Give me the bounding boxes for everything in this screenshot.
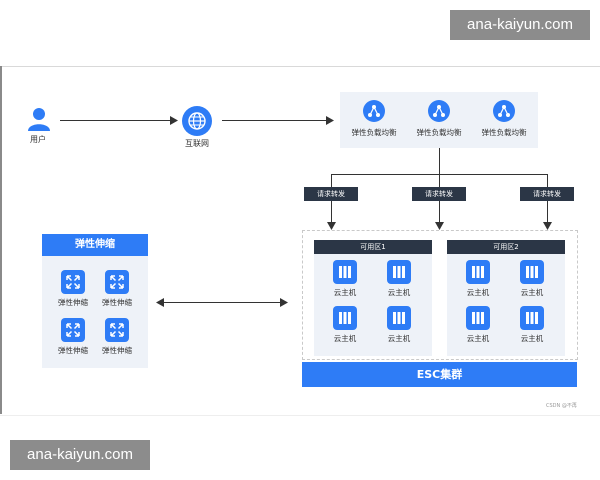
arrowhead-icon xyxy=(156,298,164,307)
elastic-item-label: 弹性伸缩 xyxy=(102,298,132,307)
arrowhead-icon xyxy=(327,222,336,230)
server-icon xyxy=(387,306,411,330)
vm-label: 云主机 xyxy=(466,334,490,343)
connector xyxy=(439,148,440,174)
load-balancer-label: 弹性负载均衡 xyxy=(416,128,462,137)
server-icon xyxy=(520,306,544,330)
expand-arrows-icon xyxy=(105,318,129,342)
server-icon xyxy=(387,260,411,284)
user-label: 用户 xyxy=(30,135,46,144)
request-label: 请求转发 xyxy=(304,187,358,201)
arrowhead-icon xyxy=(170,116,178,125)
cloud-network-icon xyxy=(363,100,385,122)
internet-label: 互联网 xyxy=(185,139,209,148)
request-label: 请求转发 xyxy=(412,187,466,201)
vm: 云主机 xyxy=(328,260,362,298)
globe-icon xyxy=(188,112,206,130)
user-icon xyxy=(28,108,50,131)
server-icon xyxy=(333,306,357,330)
zone-1: 可用区1 云主机 云主机 云主机 云主机 xyxy=(314,240,432,356)
request-label: 请求转发 xyxy=(520,187,574,201)
elastic-item-label: 弹性伸缩 xyxy=(102,346,132,355)
vm: 云主机 xyxy=(461,260,495,298)
elastic-item-label: 弹性伸缩 xyxy=(58,298,88,307)
vm: 云主机 xyxy=(515,306,549,344)
internet-node xyxy=(182,106,212,136)
load-balancer: 弹性负载均衡 xyxy=(473,100,535,138)
vm-label: 云主机 xyxy=(333,334,357,343)
vm-label: 云主机 xyxy=(520,288,544,297)
arrow-internet-lb xyxy=(222,120,328,121)
vm: 云主机 xyxy=(515,260,549,298)
elastic-item: 弹性伸缩 xyxy=(48,318,98,356)
watermark-bottom: ana-kaiyun.com xyxy=(10,440,150,470)
elastic-item: 弹性伸缩 xyxy=(92,270,142,308)
vm-label: 云主机 xyxy=(333,288,357,297)
vm-label: 云主机 xyxy=(520,334,544,343)
watermark-top: ana-kaiyun.com xyxy=(450,10,590,40)
arrowhead-icon xyxy=(326,116,334,125)
vm-label: 云主机 xyxy=(466,288,490,297)
arrowhead-icon xyxy=(435,222,444,230)
vm: 云主机 xyxy=(382,260,416,298)
frame-edge xyxy=(0,66,2,414)
zone-title: 可用区1 xyxy=(314,240,432,254)
server-icon xyxy=(333,260,357,284)
load-balancer-label: 弹性负载均衡 xyxy=(351,128,397,137)
cloud-network-icon xyxy=(493,100,515,122)
arrowhead-icon xyxy=(280,298,288,307)
load-balancer: 弹性负载均衡 xyxy=(408,100,470,138)
zone-title: 可用区2 xyxy=(447,240,565,254)
elastic-item: 弹性伸缩 xyxy=(48,270,98,308)
zone-2: 可用区2 云主机 云主机 云主机 云主机 xyxy=(447,240,565,356)
elastic-scaling-panel: 弹性伸缩 弹性伸缩 弹性伸缩 弹性伸缩 弹性伸缩 xyxy=(42,234,148,368)
elastic-item-label: 弹性伸缩 xyxy=(58,346,88,355)
vm: 云主机 xyxy=(382,306,416,344)
vm-label: 云主机 xyxy=(387,288,411,297)
elastic-item: 弹性伸缩 xyxy=(92,318,142,356)
load-balancer-label: 弹性负载均衡 xyxy=(481,128,527,137)
cloud-network-icon xyxy=(428,100,450,122)
expand-arrows-icon xyxy=(61,318,85,342)
elastic-scaling-title: 弹性伸缩 xyxy=(42,234,148,256)
vm: 云主机 xyxy=(328,306,362,344)
cluster-label: ESC集群 xyxy=(302,362,577,387)
vm: 云主机 xyxy=(461,306,495,344)
vm-label: 云主机 xyxy=(387,334,411,343)
arrowhead-icon xyxy=(543,222,552,230)
expand-arrows-icon xyxy=(61,270,85,294)
load-balancer-group: 弹性负载均衡 弹性负载均衡 弹性负载均衡 xyxy=(340,92,538,148)
server-icon xyxy=(466,260,490,284)
user-node xyxy=(24,104,54,134)
expand-arrows-icon xyxy=(105,270,129,294)
load-balancer: 弹性负载均衡 xyxy=(343,100,405,138)
server-icon xyxy=(520,260,544,284)
arrow-user-internet xyxy=(60,120,172,121)
credit-text: CSDN @不再 xyxy=(546,403,577,409)
arrow-elastic-cluster xyxy=(162,302,282,303)
server-icon xyxy=(466,306,490,330)
